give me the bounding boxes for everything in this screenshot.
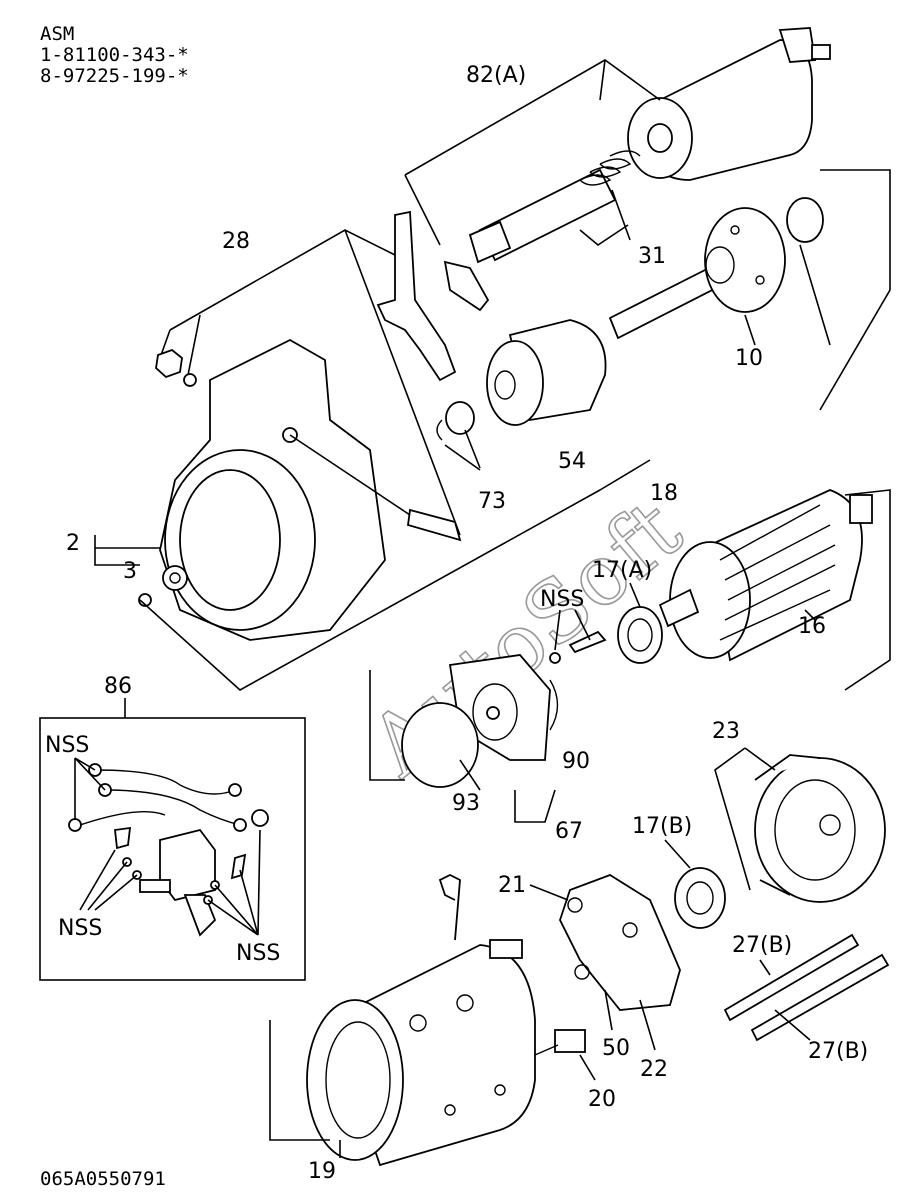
pinion-clutch bbox=[486, 319, 607, 426]
through-bolt bbox=[407, 508, 462, 542]
callout-82a: 82(A) bbox=[466, 63, 526, 88]
stop-ring bbox=[445, 401, 475, 435]
callout-86: 86 bbox=[104, 674, 132, 699]
callout-67: 67 bbox=[555, 819, 583, 844]
callout-3: 3 bbox=[123, 559, 137, 584]
inset-nss-right: NSS bbox=[236, 941, 280, 966]
callout-50: 50 bbox=[602, 1036, 630, 1061]
callout-2: 2 bbox=[66, 531, 80, 556]
callout-27b-lower: 27(B) bbox=[808, 1039, 868, 1064]
callout-19: 19 bbox=[308, 1159, 336, 1184]
callout-10: 10 bbox=[735, 346, 763, 371]
bolt-27b-1 bbox=[723, 933, 860, 1022]
drive-housing bbox=[159, 338, 386, 641]
rear-frame bbox=[754, 754, 886, 903]
callout-18: 18 bbox=[650, 481, 678, 506]
washer-2 bbox=[138, 593, 152, 607]
bearing-a bbox=[617, 606, 663, 664]
shift-lever bbox=[376, 210, 490, 382]
callout-17b: 17(B) bbox=[632, 814, 692, 839]
part-number-1: 1-81100-343-* bbox=[40, 44, 189, 66]
callout-93: 93 bbox=[452, 791, 480, 816]
field-yoke bbox=[306, 873, 586, 1167]
washer bbox=[183, 373, 197, 387]
callout-73: 73 bbox=[478, 489, 506, 514]
assembly-label: ASM bbox=[40, 23, 74, 45]
callout-nss-screw: NSS bbox=[540, 587, 584, 612]
callout-23: 23 bbox=[712, 719, 740, 744]
armature bbox=[658, 489, 873, 662]
callout-27b-upper: 27(B) bbox=[732, 933, 792, 958]
gear-shaft bbox=[608, 207, 786, 340]
callout-16: 16 bbox=[798, 614, 826, 639]
drawing-code: 065A0550791 bbox=[40, 1168, 166, 1190]
inset-nss-left: NSS bbox=[58, 916, 102, 941]
inset-relay bbox=[68, 763, 269, 937]
solenoid-part bbox=[468, 27, 831, 264]
part-number-2: 8-97225-199-* bbox=[40, 65, 189, 87]
nut bbox=[155, 348, 183, 379]
seal-ring bbox=[786, 197, 824, 243]
bearing-b bbox=[674, 867, 726, 929]
brush-holder bbox=[559, 874, 681, 1011]
callout-21: 21 bbox=[498, 873, 526, 898]
o-ring bbox=[401, 702, 479, 788]
inset-box-86 bbox=[39, 717, 306, 981]
callout-22: 22 bbox=[640, 1057, 668, 1082]
inset-nss-top: NSS bbox=[45, 733, 89, 758]
callout-90: 90 bbox=[562, 749, 590, 774]
callout-17a: 17(A) bbox=[592, 558, 652, 583]
callout-28: 28 bbox=[222, 229, 250, 254]
callout-31: 31 bbox=[638, 244, 666, 269]
callout-54: 54 bbox=[558, 449, 586, 474]
callout-20: 20 bbox=[588, 1087, 616, 1112]
